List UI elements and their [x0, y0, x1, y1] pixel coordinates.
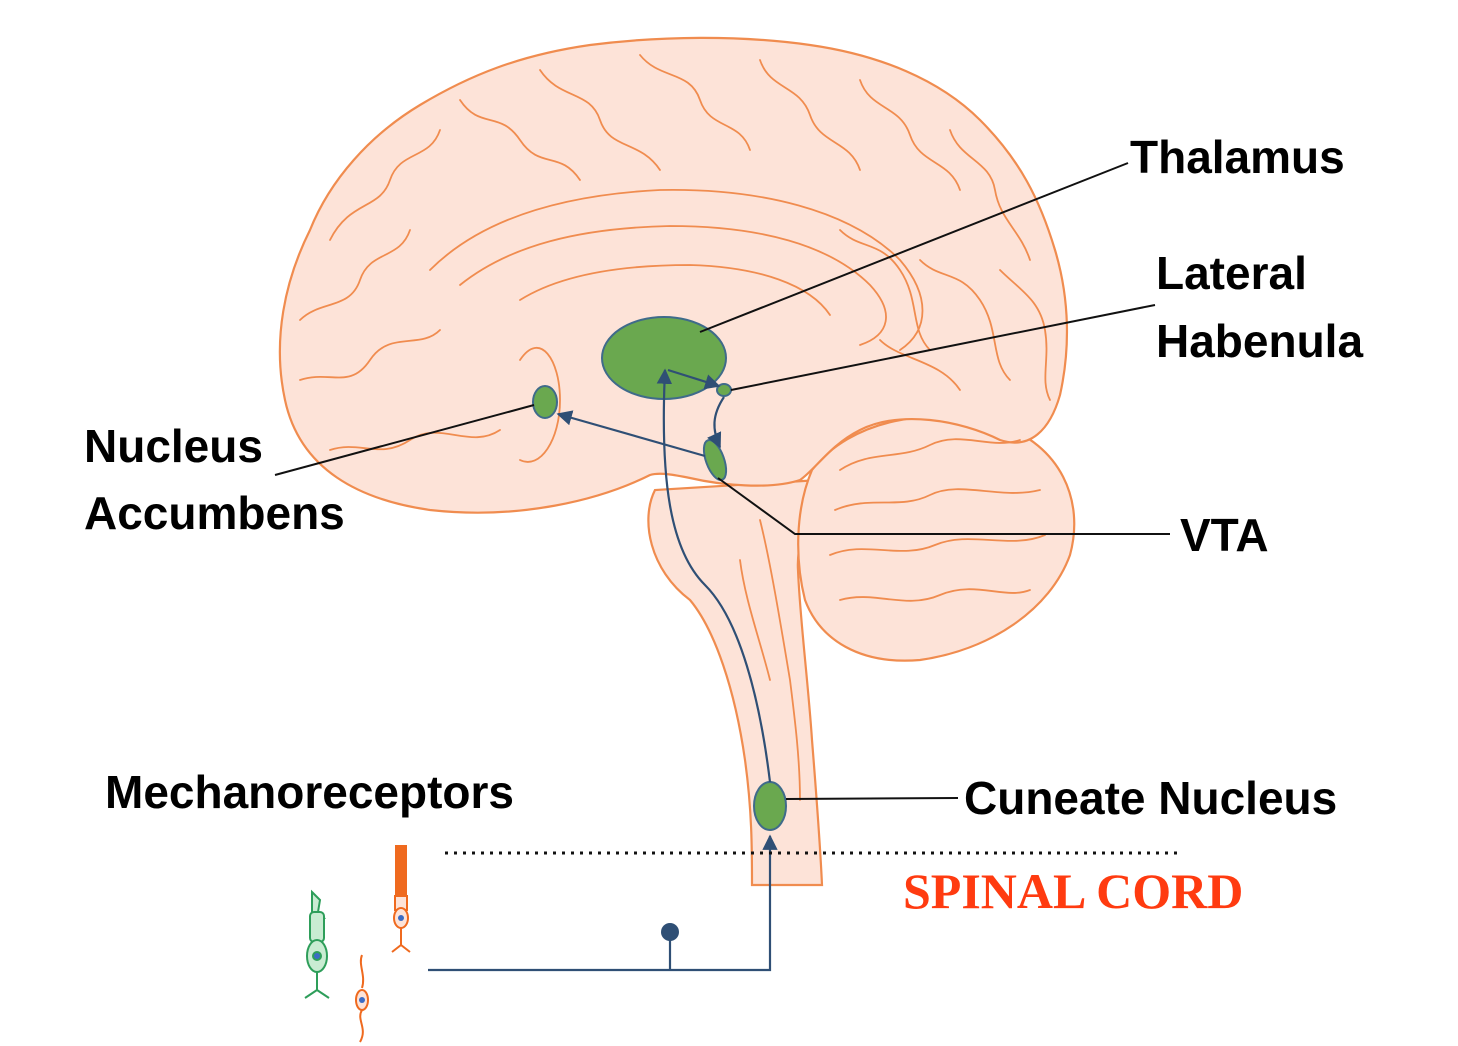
green-receptor-icon — [305, 892, 329, 998]
lateral-habenula-label-line1: Lateral — [1156, 247, 1307, 299]
orange-receptor-icon — [392, 846, 410, 952]
brainstem-and-spinal-cord — [648, 480, 822, 885]
afferent-input-pathway — [428, 836, 770, 970]
lateral-habenula-node — [717, 384, 731, 396]
mechanoreceptor-cells — [305, 846, 410, 1042]
spinal-cord-label: SPINAL CORD — [903, 863, 1243, 919]
thalamus-label: Thalamus — [1130, 131, 1345, 183]
lateral-habenula-label-line2: Habenula — [1156, 315, 1363, 367]
nucleus-accumbens-label-line2: Accumbens — [84, 487, 345, 539]
mechanoreceptors-label: Mechanoreceptors — [105, 766, 514, 818]
vta-label: VTA — [1180, 509, 1269, 561]
nucleus-accumbens-node — [533, 386, 557, 418]
cuneate-nucleus-label: Cuneate Nucleus — [964, 772, 1337, 824]
orange-fiber-receptor-icon — [356, 955, 368, 1042]
brain-illustration — [280, 38, 1074, 885]
cuneate-leader — [786, 798, 958, 799]
cuneate-nucleus-node — [754, 782, 786, 830]
synapse-terminal — [661, 923, 679, 941]
nucleus-accumbens-label-line1: Nucleus — [84, 420, 263, 472]
